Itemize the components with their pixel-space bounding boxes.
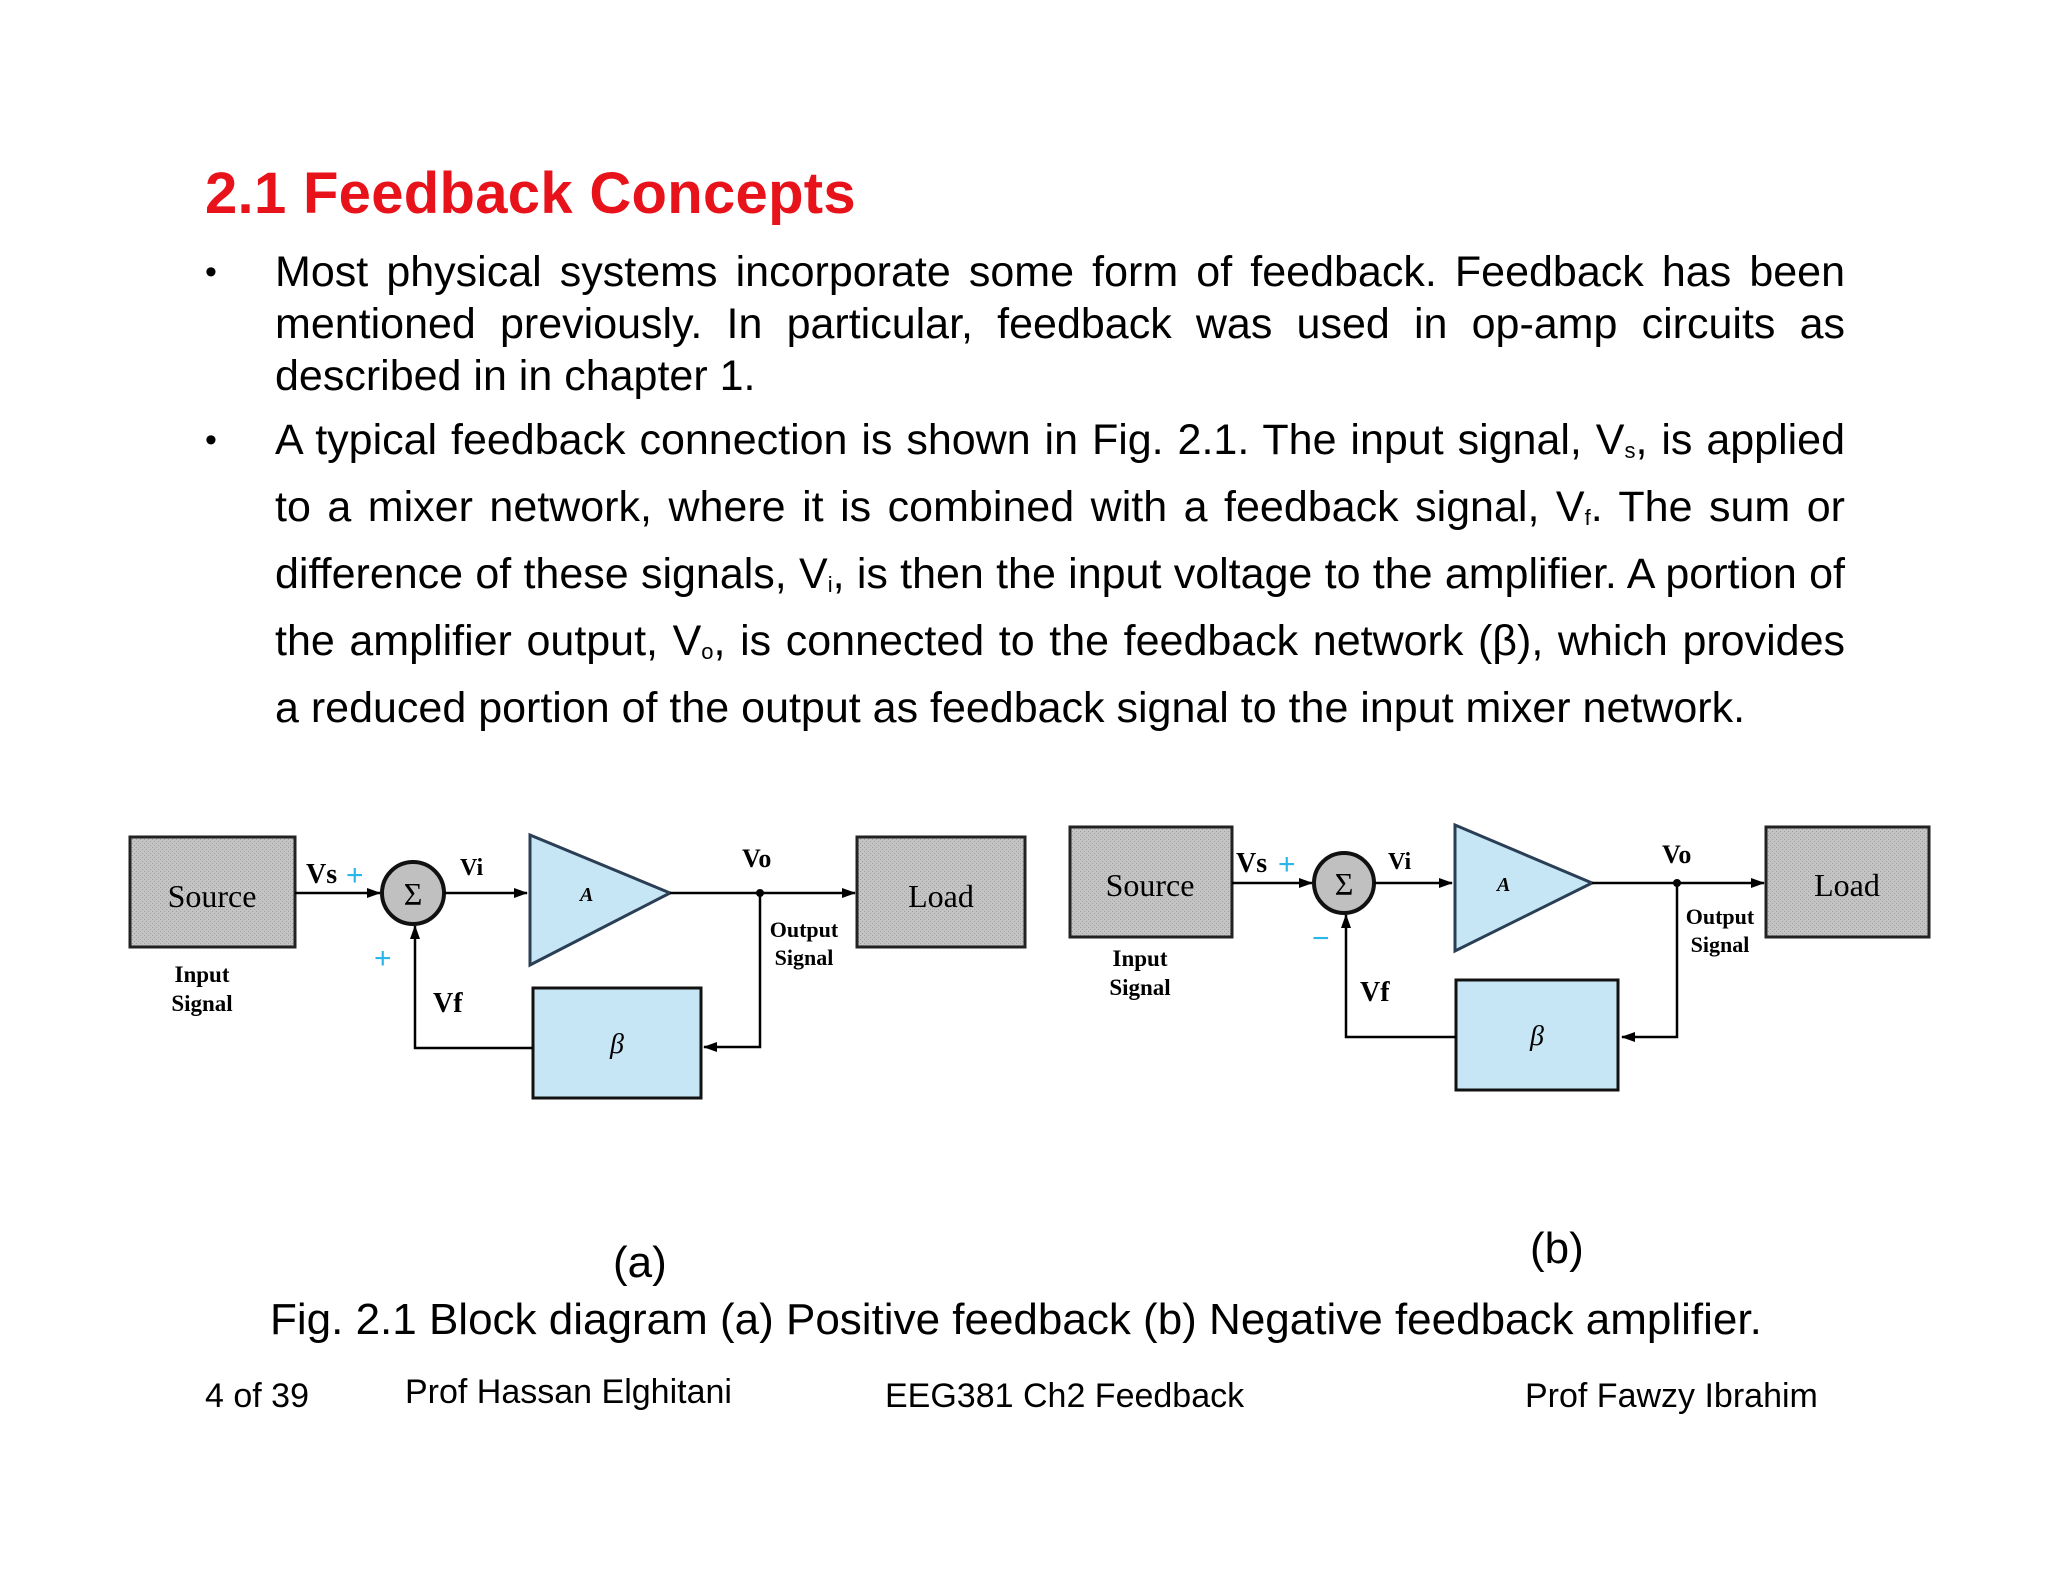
- bullet-1: • Most physical systems incorporate some…: [205, 246, 1845, 402]
- amplifier-label: A: [1495, 874, 1510, 896]
- input-signal-label: Input: [1113, 946, 1168, 971]
- beta-label: β: [1529, 1021, 1544, 1052]
- input-signal-label: Signal: [1109, 975, 1170, 1000]
- vs-label: Vs: [306, 859, 337, 890]
- amplifier-label: A: [578, 884, 593, 906]
- footer-course: EEG381 Ch2 Feedback: [885, 1377, 1245, 1415]
- vo-label: Vo: [1662, 840, 1691, 869]
- output-signal-label: Output: [770, 917, 839, 942]
- load-label: Load: [908, 878, 974, 914]
- output-signal-label: Signal: [775, 945, 834, 970]
- vf-sign: +: [374, 942, 392, 975]
- slide-title: 2.1 Feedback Concepts: [205, 161, 856, 226]
- bullet-text: A typical feedback connection is shown i…: [275, 416, 1846, 732]
- figure-caption: Fig. 2.1 Block diagram (a) Positive feed…: [270, 1295, 1762, 1344]
- bullet-text: Most physical systems incorporate some f…: [275, 248, 1845, 400]
- vf-label: Vf: [1360, 977, 1390, 1008]
- output-signal-label: Output: [1686, 904, 1755, 929]
- vs-label: Vs: [1236, 848, 1267, 879]
- vo-label: Vo: [742, 844, 771, 873]
- input-signal-label: Signal: [171, 991, 232, 1016]
- vs-sign: +: [346, 859, 364, 892]
- vi-label: Vi: [1388, 849, 1411, 875]
- footer-page-number: 4 of 39: [205, 1377, 309, 1415]
- vf-label: Vf: [433, 988, 463, 1019]
- amplifier-triangle: [528, 832, 674, 968]
- beta-block: [1454, 978, 1620, 1092]
- input-signal-label: Input: [175, 962, 230, 987]
- bullet-2: • A typical feedback connection is shown…: [205, 412, 1845, 736]
- source-label: Source: [1106, 867, 1195, 903]
- source-block: [1068, 825, 1234, 939]
- bullet-dot: •: [205, 253, 217, 291]
- feedback-block-diagrams: Source Input Signal Vs + Σ + Vi A Vo Out…: [128, 822, 1931, 1100]
- caption-b: (b): [1530, 1224, 1584, 1273]
- diagram-b: Source Input Signal Vs + Σ − Vi A Vo Out…: [1068, 822, 1931, 1092]
- load-block: [1764, 825, 1931, 939]
- diagram-a: Source Input Signal Vs + Σ + Vi A Vo Out…: [128, 832, 1027, 1100]
- caption-a: (a): [613, 1238, 667, 1287]
- vf-sign: −: [1312, 922, 1330, 955]
- footer-author-2: Prof Fawzy Ibrahim: [1525, 1377, 1818, 1415]
- load-block: [855, 835, 1027, 949]
- output-signal-label: Signal: [1691, 932, 1750, 957]
- bullet-dot: •: [205, 421, 217, 459]
- vi-label: Vi: [460, 855, 483, 881]
- source-label: Source: [168, 878, 257, 914]
- amplifier-triangle: [1453, 822, 1596, 954]
- load-label: Load: [1814, 867, 1880, 903]
- footer-author-1: Prof Hassan Elghitani: [405, 1373, 732, 1411]
- sigma-symbol: Σ: [404, 876, 423, 912]
- beta-block: [531, 986, 703, 1100]
- sigma-symbol: Σ: [1335, 866, 1354, 902]
- source-block: [128, 835, 297, 949]
- beta-label: β: [609, 1029, 624, 1060]
- vs-sign: +: [1278, 848, 1296, 881]
